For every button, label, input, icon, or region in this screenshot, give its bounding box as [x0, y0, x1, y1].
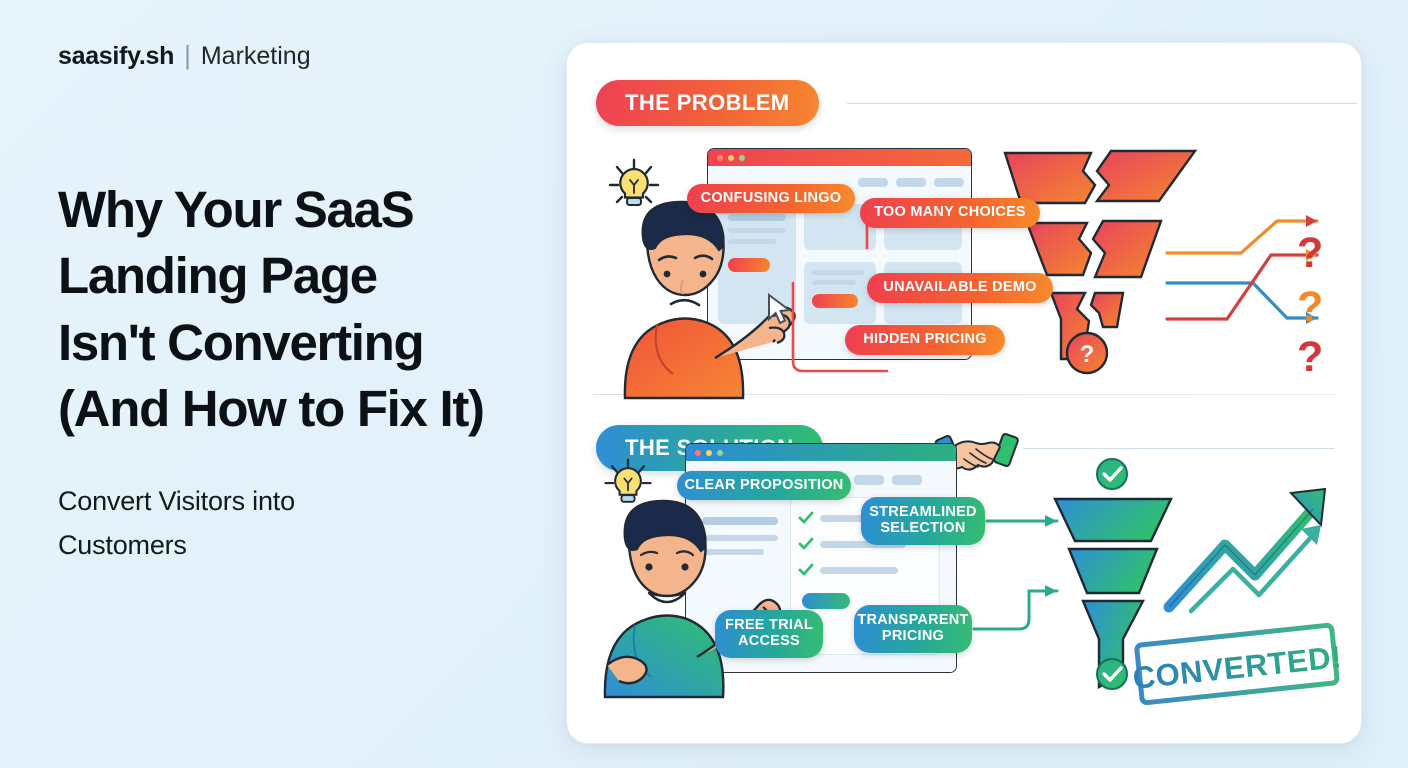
headline-line: Landing Page [58, 247, 378, 305]
nav-placeholder [858, 178, 888, 187]
illustration-card: THE PROBLEM [566, 42, 1362, 744]
nav-placeholder [896, 178, 926, 187]
page-title: Why Your SaaS Landing Page Isn't Convert… [58, 177, 558, 442]
window-maximize-dot [717, 449, 723, 456]
broken-funnel-icon: ? [1003, 149, 1198, 375]
growth-arrow-icon [1163, 487, 1327, 614]
problem-label-chip: HIDDEN PRICING [845, 325, 1005, 355]
check-circle-icon [1096, 658, 1128, 690]
problem-panel: THE PROBLEM [567, 43, 1361, 400]
cta-button-mock[interactable] [728, 258, 770, 272]
brand-section-label: Marketing [200, 42, 311, 70]
cta-button-mock[interactable] [812, 294, 858, 308]
converted-stamp-icon: CONVERTED! [1131, 622, 1343, 706]
page-subtitle: Convert Visitors into Customers [58, 480, 558, 567]
problem-badge: THE PROBLEM [596, 80, 819, 126]
check-icon [798, 537, 814, 550]
problem-label-chip: UNAVAILABLE DEMO [867, 273, 1053, 303]
question-mark-icon: ? [1297, 283, 1324, 331]
text-placeholder [820, 541, 906, 548]
question-mark-icon: ? [1297, 333, 1324, 381]
solution-panel: THE SOLUTION [567, 395, 1361, 743]
problem-header-row: THE PROBLEM [596, 80, 1357, 126]
text-placeholder [702, 535, 778, 541]
check-icon [798, 511, 814, 524]
problem-header-rule [846, 102, 1357, 104]
headline-line: Isn't Converting [58, 313, 425, 371]
solution-connectors [972, 515, 1059, 631]
solution-label-chip: STREAMLINED SELECTION [861, 497, 985, 545]
solution-label-chip: CLEAR PROPOSITION [677, 471, 851, 500]
question-mark-icon: ? [1297, 229, 1324, 277]
browser-titlebar [686, 444, 956, 461]
section-divider [593, 394, 1337, 395]
window-minimize-dot [728, 154, 734, 161]
lightbulb-icon [608, 158, 660, 206]
solution-label-chip: TRANSPARENT PRICING [854, 605, 972, 653]
cta-button-mock[interactable] [802, 593, 850, 609]
subtitle-line: Customers [58, 529, 187, 560]
check-circle-icon [1096, 458, 1128, 490]
text-placeholder [702, 549, 764, 555]
problem-label-chip: CONFUSING LINGO [687, 184, 855, 213]
text-placeholder [812, 270, 864, 275]
problem-arrow-paths [1165, 215, 1319, 324]
text-placeholder [702, 517, 778, 525]
brand-name: saasify.sh [58, 42, 175, 70]
window-minimize-dot [706, 449, 712, 456]
text-placeholder [728, 228, 786, 233]
window-maximize-dot [739, 154, 745, 161]
subtitle-line: Convert Visitors into [58, 486, 295, 517]
cursor-icon [768, 293, 792, 325]
text-placeholder [728, 239, 776, 244]
brand-lockup: saasify.sh | Marketing [58, 40, 558, 71]
solution-header-rule-right [1023, 448, 1335, 449]
nav-placeholder [892, 475, 922, 485]
nav-placeholder [934, 178, 964, 187]
text-placeholder [820, 515, 888, 522]
text-placeholder [812, 280, 856, 285]
window-close-dot [695, 449, 701, 456]
hero-text-column: saasify.sh | Marketing Why Your SaaS Lan… [58, 40, 558, 568]
headline-line: Why Your SaaS [58, 181, 415, 238]
frustrated-person-illustration [623, 200, 796, 400]
check-icon [798, 563, 814, 576]
text-placeholder [728, 214, 786, 221]
headline-line: (And How to Fix It) [58, 379, 485, 437]
lightbulb-icon [604, 458, 652, 503]
window-close-dot [717, 154, 723, 161]
nav-placeholder [854, 475, 884, 485]
problem-label-chip: TOO MANY CHOICES [860, 198, 1040, 228]
browser-titlebar [708, 149, 971, 166]
text-placeholder [820, 567, 898, 574]
brand-separator: | [184, 40, 191, 70]
svg-text:?: ? [1080, 341, 1095, 368]
solution-label-chip: FREE TRIAL ACCESS [715, 610, 823, 658]
